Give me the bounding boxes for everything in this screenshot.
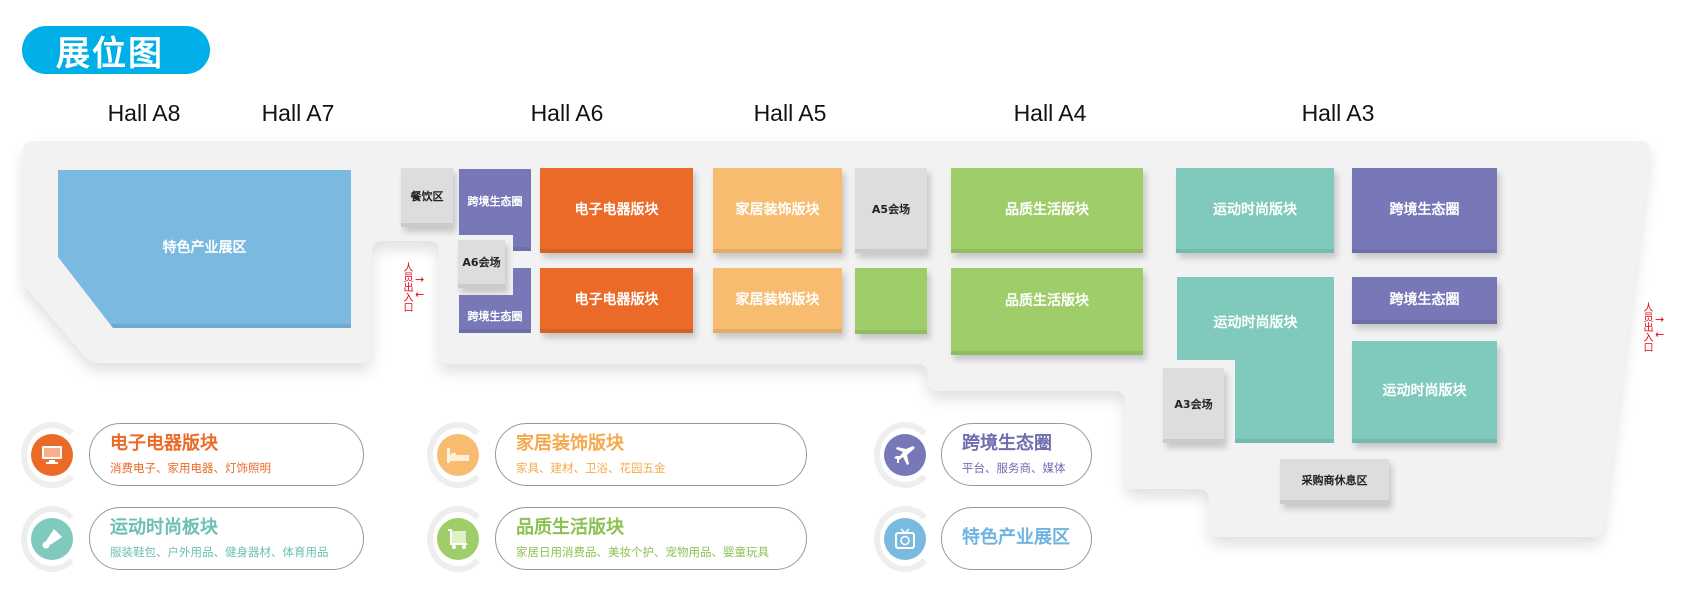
booth-a3-cross-border-top[interactable]: 跨境生态圈 [1352, 168, 1497, 253]
legend-item-sports: 运动时尚板块 服装鞋包、户外用品、健身器材、体育用品 [89, 507, 364, 570]
booth-a6-electronics-bottom[interactable]: 电子电器版块 [540, 268, 693, 333]
hall-label-a4: Hall A4 [1013, 100, 1087, 126]
arrows-icon: →← [1655, 312, 1665, 341]
legend-item-home: 家居装饰版块 家具、建材、卫浴、花园五金 [495, 423, 807, 486]
booth-a6-electronics-top[interactable]: 电子电器版块 [540, 168, 693, 253]
legend-subtitle: 平台、服务商、媒体 [962, 461, 1066, 475]
legend-title: 家居装饰版块 [516, 433, 624, 454]
hall-label-a3: Hall A3 [1301, 100, 1375, 126]
legend-title: 电子电器版块 [110, 433, 218, 454]
legend-subtitle: 消费电子、家用电器、灯饰照明 [110, 461, 271, 475]
booth-a3-sport-top[interactable]: 运动时尚版块 [1176, 168, 1334, 253]
booth-a5-quality-small[interactable] [855, 268, 927, 334]
legend-title: 跨境生态圈 [962, 433, 1052, 454]
legend-title: 运动时尚板块 [110, 517, 218, 538]
entrance-left: 人员出入口 →← [400, 262, 424, 312]
booth-a4-quality-top[interactable]: 品质生活版块 [951, 168, 1143, 253]
booth-label: 运动时尚版块 [1213, 315, 1298, 331]
hall-label-a5: Hall A5 [753, 100, 827, 126]
legend-item-special-industry: 特色产业展区 [941, 507, 1092, 570]
hall-label-a7: Hall A7 [261, 100, 335, 126]
hall-label-a8: Hall A8 [107, 100, 181, 126]
legend-ring [874, 506, 936, 572]
cart-icon [437, 518, 479, 560]
entrance-right: 人员出入口 →← [1640, 302, 1664, 352]
booth-a3-sport-right[interactable]: 运动时尚版块 [1352, 341, 1497, 443]
legend-item-electronics: 电子电器版块 消费电子、家用电器、灯饰照明 [89, 423, 364, 486]
hall-label-a6: Hall A6 [530, 100, 604, 126]
booth-a5-home-top[interactable]: 家居装饰版块 [713, 168, 842, 253]
tv-icon [884, 518, 926, 560]
booth-a5-venue[interactable]: A5会场 [855, 168, 927, 253]
booth-a3-cross-border-mid[interactable]: 跨境生态圈 [1352, 277, 1497, 324]
legend-ring [21, 506, 83, 572]
booth-label: 跨境生态圈 [467, 195, 523, 208]
booth-dining[interactable]: 餐饮区 [401, 168, 453, 227]
page-title: 展位图 [22, 26, 210, 74]
booth-a5-home-bottom[interactable]: 家居装饰版块 [713, 268, 842, 333]
shuttlecock-icon [31, 518, 73, 560]
legend-ring [874, 422, 936, 488]
legend-item-cross-border: 跨境生态圈 平台、服务商、媒体 [941, 423, 1092, 486]
legend-ring [427, 506, 489, 572]
arrows-icon: →← [415, 272, 425, 301]
legend-subtitle: 家居日用消费品、美妆个护、宠物用品、婴童玩具 [516, 545, 769, 559]
legend-item-quality-life: 品质生活版块 家居日用消费品、美妆个护、宠物用品、婴童玩具 [495, 507, 807, 570]
booth-special-industry[interactable]: 特色产业展区 [58, 170, 351, 328]
booth-label: 跨境生态圈 [467, 310, 523, 323]
legend-ring [21, 422, 83, 488]
monitor-icon [31, 434, 73, 476]
booth-a6-venue[interactable]: A6会场 [458, 240, 505, 288]
booth-buyer-lounge[interactable]: 采购商休息区 [1280, 459, 1389, 504]
legend-subtitle: 家具、建材、卫浴、花园五金 [516, 461, 666, 475]
entrance-label: 人员出入口 [1641, 302, 1652, 352]
legend-subtitle: 服装鞋包、户外用品、健身器材、体育用品 [110, 545, 329, 559]
legend-ring [427, 422, 489, 488]
booth-a3-venue[interactable]: A3会场 [1163, 368, 1224, 443]
bed-icon [437, 434, 479, 476]
entrance-label: 人员出入口 [401, 262, 412, 312]
airplane-icon [884, 434, 926, 476]
booth-a4-quality-bottom[interactable]: 品质生活版块 [951, 268, 1143, 355]
legend-title: 特色产业展区 [962, 527, 1070, 548]
legend-title: 品质生活版块 [516, 517, 624, 538]
